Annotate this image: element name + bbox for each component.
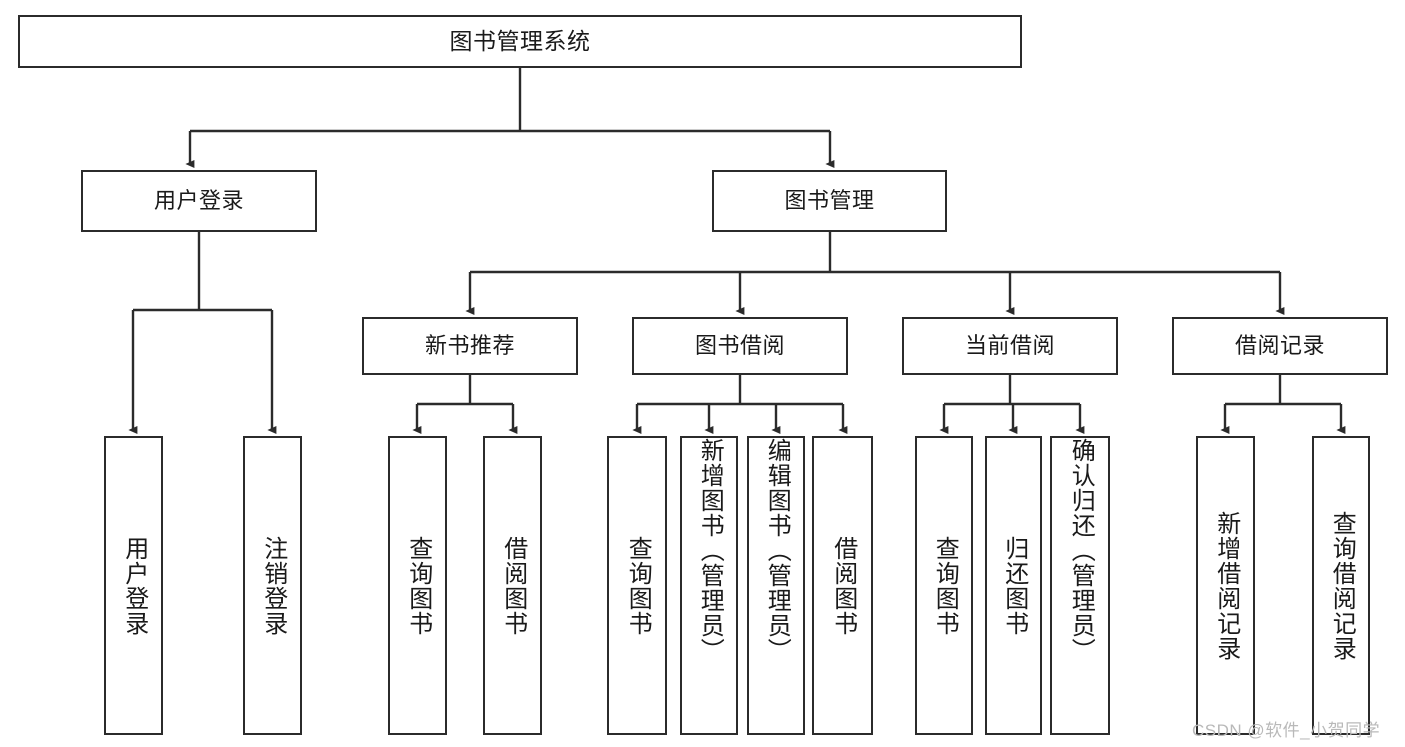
leaf-confirm-return-admin[interactable]: 确认归还（管理员）: [1050, 436, 1110, 735]
node-label: 新增借阅记录: [1212, 510, 1240, 661]
leaf-user-login[interactable]: 用户登录: [104, 436, 163, 735]
node-label: 用户登录: [153, 188, 244, 214]
leaf-query-book-borrow[interactable]: 查询图书: [607, 436, 667, 735]
node-label: 借阅记录: [1234, 333, 1325, 359]
node-label: 编辑图书（管理员）: [763, 438, 791, 663]
leaf-borrow-book-recommend[interactable]: 借阅图书: [483, 436, 542, 735]
leaf-query-book-current[interactable]: 查询图书: [915, 436, 973, 735]
node-new-book-recommend[interactable]: 新书推荐: [362, 317, 578, 375]
node-label: 新增图书（管理员）: [696, 438, 724, 663]
node-label: 归还图书: [1000, 535, 1028, 636]
node-root-system[interactable]: 图书管理系统: [18, 15, 1022, 68]
node-book-borrow[interactable]: 图书借阅: [632, 317, 848, 375]
leaf-logout[interactable]: 注销登录: [243, 436, 302, 735]
node-label: 图书借阅: [694, 333, 785, 359]
node-label: 借阅图书: [499, 535, 527, 636]
leaf-query-book-recommend[interactable]: 查询图书: [388, 436, 447, 735]
leaf-add-book-admin[interactable]: 新增图书（管理员）: [680, 436, 738, 735]
leaf-borrow-book[interactable]: 借阅图书: [812, 436, 873, 735]
node-label: 新书推荐: [424, 333, 515, 359]
csdn-watermark: CSDN @软件_小贺同学: [1192, 721, 1381, 740]
node-label: 查询图书: [931, 535, 959, 636]
node-label: 图书管理系统: [449, 27, 591, 54]
node-label: 用户登录: [120, 535, 148, 636]
leaf-return-book[interactable]: 归还图书: [985, 436, 1042, 735]
leaf-query-borrow-record[interactable]: 查询借阅记录: [1312, 436, 1370, 735]
node-label: 注销登录: [259, 535, 287, 636]
node-borrow-record[interactable]: 借阅记录: [1172, 317, 1388, 375]
leaf-edit-book-admin[interactable]: 编辑图书（管理员）: [747, 436, 805, 735]
leaf-add-borrow-record[interactable]: 新增借阅记录: [1196, 436, 1255, 735]
node-book-management-module[interactable]: 图书管理: [712, 170, 947, 232]
node-label: 图书管理: [784, 188, 875, 214]
node-user-login-module[interactable]: 用户登录: [81, 170, 317, 232]
node-label: 当前借阅: [964, 333, 1055, 359]
node-current-borrow[interactable]: 当前借阅: [902, 317, 1118, 375]
node-label: 借阅图书: [829, 535, 857, 636]
node-label: 查询图书: [404, 535, 432, 636]
node-label: 查询借阅记录: [1328, 510, 1356, 661]
node-label: 确认归还（管理员）: [1067, 438, 1095, 663]
node-label: 查询图书: [624, 535, 652, 636]
